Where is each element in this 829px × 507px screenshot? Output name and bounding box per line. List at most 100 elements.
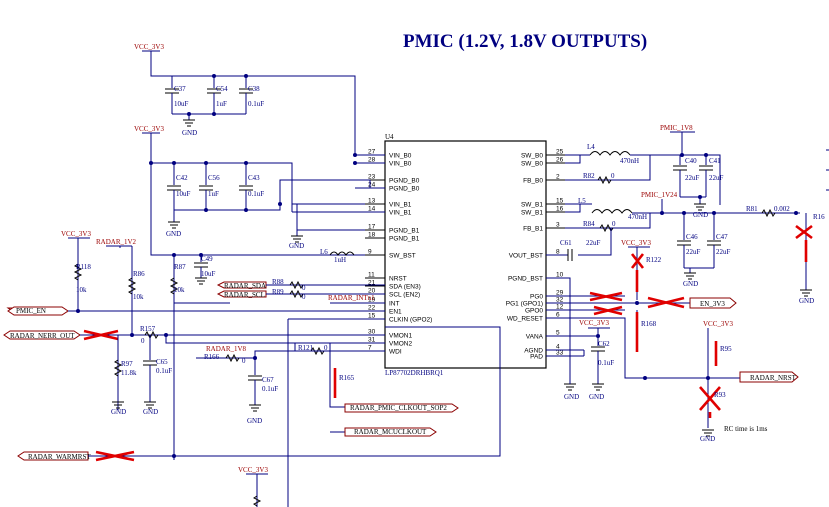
ic-pin-number: 29 <box>556 290 564 297</box>
rc-time-note: RC time is 1ms <box>724 425 768 433</box>
ic-pin-name: FB_B1 <box>523 226 543 233</box>
ic-pin-number: 31 <box>368 337 376 344</box>
l5-value: 470nH <box>628 213 647 221</box>
ic-pin-number: 13 <box>368 198 376 205</box>
pmic-en-port[interactable]: PMIC_EN <box>16 307 46 315</box>
en-3v3-port[interactable]: EN_3V3 <box>700 300 725 308</box>
ic-pin-name: VOUT_BST <box>509 253 543 260</box>
vcc-3v3-label-7: VCC_3V3 <box>238 466 268 474</box>
ic-pin-name: AGND <box>524 348 543 355</box>
r86-ref: R86 <box>133 270 145 278</box>
c61-ref: C61 <box>560 239 572 247</box>
c56-ref: C56 <box>208 174 220 182</box>
ic-pin-number: 16 <box>556 206 564 213</box>
ic-pin-name: PGND_B0 <box>389 178 420 185</box>
ic-pin-name: FB_B0 <box>523 178 543 185</box>
gnd-label-6: GND <box>799 297 814 305</box>
r87-value: 10k <box>174 286 185 294</box>
ic-ref: U4 <box>385 133 394 141</box>
ic-pin-number: 18 <box>368 232 376 239</box>
ic-pin-number: 24 <box>368 182 376 189</box>
r157-ref: R157 <box>140 325 156 333</box>
r82-value: 0 <box>611 172 615 180</box>
radar-warmrst-port[interactable]: RADAR_WARMRST <box>28 453 91 461</box>
ic-pin-number: 32 <box>556 297 564 304</box>
r97-value: 11.8k <box>121 369 137 377</box>
ic-pin-number: 26 <box>556 157 564 164</box>
vana-section: VCC_3V3 GND C62 0.1uF <box>546 319 614 401</box>
gnd-label-10: GND <box>111 408 126 416</box>
ic-pin-name: SW_B1 <box>521 202 543 209</box>
c41-value: 22uF <box>709 174 724 182</box>
l4-value: 470nH <box>620 157 639 165</box>
c43-value: 0.1uF <box>248 190 264 198</box>
ic-pin-name: WDI <box>389 349 402 356</box>
sheet-title: PMIC (1.2V, 1.8V OUTPUTS) <box>403 31 647 52</box>
ic-part: LP87702DRHBRQ1 <box>385 369 444 377</box>
ic-pin-name: SDA (EN3) <box>389 284 421 291</box>
r93-ref: R93 <box>714 391 726 399</box>
radar-pmic-clkout-port[interactable]: RADAR_PMIC_CLKOUT_SOP2 <box>350 404 447 412</box>
gnd-label-5: GND <box>683 280 698 288</box>
l6-ref: L6 <box>320 248 328 256</box>
r86-value: 10k <box>133 293 144 301</box>
r88-ref: R88 <box>272 278 284 286</box>
radar-sda-port[interactable]: RADAR_SDA <box>224 282 266 290</box>
r81-value: 0.002 <box>774 205 790 213</box>
radar-nrst-port[interactable]: RADAR_NRST <box>750 374 797 382</box>
ic-left-pins: 27VIN_B028VIN_B023PGND_B024PGND_B013VIN_… <box>365 149 432 356</box>
ic-pin-number: 15 <box>556 198 564 205</box>
ic-pin-number: 9 <box>368 249 372 256</box>
c42-value: 10uF <box>176 190 191 198</box>
vcc-3v3-label-6: VCC_3V3 <box>61 230 91 238</box>
r84-value: 0 <box>612 220 616 228</box>
c38-ref: C38 <box>248 85 260 93</box>
ic-pin-name: NRST <box>389 276 407 283</box>
r121-value: 0 <box>324 344 328 352</box>
ic-pin-name: SW_B1 <box>521 210 543 217</box>
radar-nerr-out-port[interactable]: RADAR_NERR_OUT <box>10 332 75 340</box>
l6-value: 1uH <box>334 256 346 264</box>
ic-pin-number: 11 <box>368 272 375 279</box>
pmic-1v8-label: PMIC_1V8 <box>660 124 693 132</box>
ic-pin-number: 23 <box>368 174 376 181</box>
buck1-output: L5 470nH PMIC_1V24 GND C46 22uF C47 22uF… <box>565 149 829 305</box>
radar-1v2-label: RADAR_1V2 <box>96 238 137 246</box>
ic-pin-name: SCL (EN2) <box>389 292 420 299</box>
ic-pin-name: VANA <box>526 334 544 341</box>
l5-ref: L5 <box>578 197 586 205</box>
ic-pin-number: 7 <box>368 345 372 352</box>
boost-output: C61 22uF GND <box>546 228 612 401</box>
control-nets: VCC_3V3 R118 10k RADAR_1V2 R86 10k R87 1… <box>3 230 501 507</box>
vcc-3v3-label-1: VCC_3V3 <box>134 43 164 51</box>
ic-pin-number: 10 <box>556 272 564 279</box>
ic-pin-name: VMON1 <box>389 333 413 340</box>
ic-pin-name: SW_B0 <box>521 161 543 168</box>
radar-1v8-label: RADAR_1V8 <box>206 345 247 353</box>
ic-pin-name: SW_B0 <box>521 153 543 160</box>
r89-ref: R89 <box>272 288 284 296</box>
radar-scl-port[interactable]: RADAR_SCL <box>224 291 265 299</box>
ic-pin-number: 6 <box>556 312 560 319</box>
r89-value: 0 <box>302 293 306 301</box>
gnd-label-11: GND <box>143 408 158 416</box>
gnd-label-8: GND <box>700 435 715 443</box>
ic-pin-name: PGND_B1 <box>389 236 420 243</box>
ic-pin-number: 5 <box>556 330 560 337</box>
ic-pin-name: CLKIN (GPO2) <box>389 317 432 324</box>
ic-pin-number: 25 <box>556 149 564 156</box>
ic-pin-number: 15 <box>368 313 376 320</box>
gnd-label-2: GND <box>166 230 181 238</box>
ic-pin-number: 3 <box>556 222 560 229</box>
c46-ref: C46 <box>686 233 698 241</box>
radar-mcuclkout-port[interactable]: RADAR_MCUCLKOUT <box>354 428 427 436</box>
r95-ref: R95 <box>720 345 732 353</box>
ic-u4: U4 LP87702DRHBRQ1 27VIN_B028VIN_B023PGND… <box>365 133 566 377</box>
r84-ref: R84 <box>583 220 595 228</box>
vcc-3v3-label-5: VCC_3V3 <box>579 319 609 327</box>
ic-pin-number: 22 <box>368 305 376 312</box>
r166-value: 0 <box>242 357 246 365</box>
c61-value: 22uF <box>586 239 601 247</box>
r165-ref: R165 <box>339 374 355 382</box>
